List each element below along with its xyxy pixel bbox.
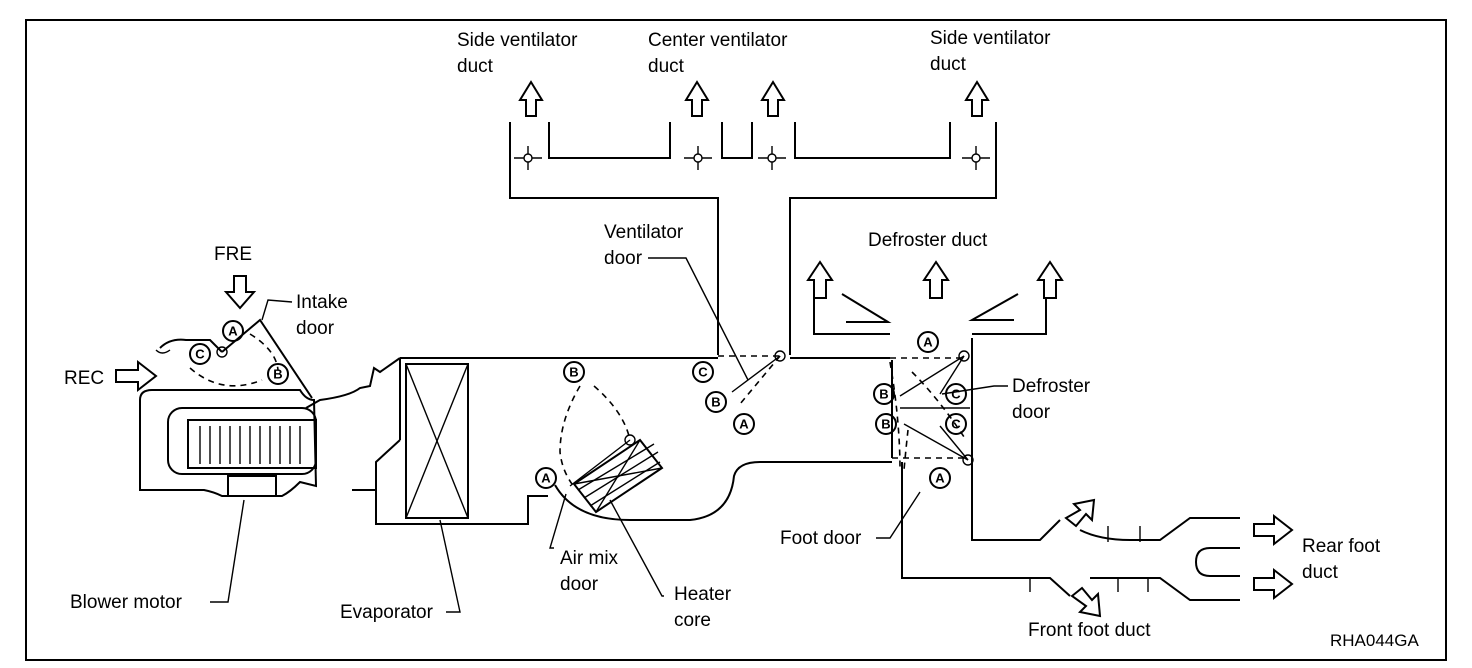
evaporator-label: Evaporator [340, 602, 434, 623]
heater-core-assembly [559, 385, 664, 514]
defroster-duct-assembly [806, 260, 1064, 335]
air-mix-position-b: B [563, 361, 585, 383]
air-mix-position-a: A [535, 467, 557, 489]
rear-foot-lower-arrow-icon [1253, 567, 1294, 601]
evaporator-core [405, 363, 469, 519]
fre-label: FRE [214, 244, 252, 265]
position-markers: A C B B A C B A A B C B C A [189, 320, 967, 489]
side-vent-left-arrow-icon [518, 80, 544, 117]
intake-door-position-c: C [189, 343, 211, 365]
svg-text:C: C [951, 387, 961, 402]
svg-text:A: A [923, 335, 933, 350]
ventilator-duct-assembly [509, 80, 997, 355]
svg-text:C: C [195, 347, 205, 362]
defroster-door-position-b: B [873, 383, 895, 405]
rear-foot-upper-arrow-icon [1253, 513, 1294, 547]
intake-door-position-a: A [222, 320, 244, 342]
svg-text:A: A [935, 471, 945, 486]
svg-text:B: B [879, 387, 888, 402]
blower-unit [139, 389, 318, 497]
defroster-duct-label: Defroster duct [868, 230, 988, 251]
foot-door-position-b: B [875, 413, 897, 435]
svg-text:B: B [569, 365, 578, 380]
svg-text:A: A [228, 324, 238, 339]
svg-text:A: A [739, 417, 749, 432]
rec-arrow-icon [115, 359, 158, 393]
center-vent-right-arrow-icon [760, 80, 786, 117]
vent-door-position-a: A [733, 413, 755, 435]
leader-lines [210, 257, 1008, 613]
ventilator-door [718, 350, 786, 405]
main-housing [305, 338, 1240, 601]
center-vent-left-arrow-icon [684, 80, 710, 117]
foot-door-position-a: A [929, 467, 951, 489]
svg-text:C: C [951, 417, 961, 432]
vent-door-position-c: C [692, 361, 714, 383]
defroster-door-position-c: C [945, 383, 967, 405]
blower-motor-label: Blower motor [70, 592, 183, 613]
foot-door-position-c: C [945, 413, 967, 435]
defroster-right-arrow-icon [1036, 260, 1064, 299]
foot-door-label: Foot door [780, 528, 862, 549]
svg-text:B: B [273, 367, 282, 382]
svg-text:A: A [541, 471, 551, 486]
defroster-center-arrow-icon [922, 260, 950, 299]
side-vent-right-arrow-icon [964, 80, 990, 117]
figure-code: RHA044GA [1330, 631, 1419, 650]
defroster-door-position-a: A [917, 331, 939, 353]
front-foot-duct-label: Front foot duct [1028, 620, 1151, 641]
svg-text:C: C [698, 365, 708, 380]
mode-doors [889, 350, 974, 471]
intake-door-position-b: B [267, 363, 289, 385]
fre-arrow-icon [223, 275, 257, 310]
front-foot-arrow-icon [1070, 586, 1102, 618]
svg-text:B: B [711, 395, 720, 410]
vent-door-position-b: B [705, 391, 727, 413]
intake-door [155, 318, 313, 399]
rec-label: REC [64, 368, 104, 389]
defroster-left-arrow-icon [806, 260, 834, 299]
svg-text:B: B [881, 417, 890, 432]
rear-foot-upper-connector-arrow-icon [1064, 498, 1096, 528]
diagram-frame [25, 19, 1447, 661]
